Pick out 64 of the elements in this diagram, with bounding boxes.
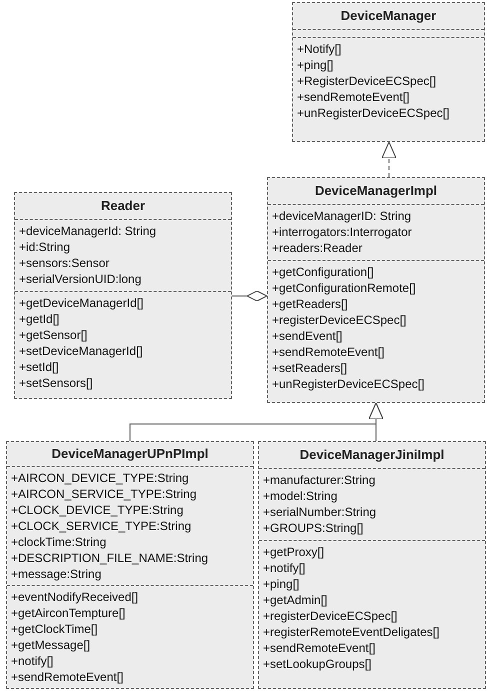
class-member: +readers:Reader — [272, 240, 364, 256]
class-box — [267, 177, 485, 403]
class-member: +Notify[] — [297, 41, 342, 57]
class-member: +eventNodifyReceived[] — [11, 589, 140, 605]
class-member: +sendRemoteEvent[] — [297, 89, 410, 105]
class-member: +serialNumber:String — [263, 504, 378, 520]
class-member: +getClockTime[] — [11, 621, 99, 637]
class-member: +deviceManagerId: String — [19, 223, 158, 239]
class-member: +model:String — [263, 488, 338, 504]
class-name: DeviceManagerUPnPImpl — [52, 445, 208, 464]
class-member: +unRegisterDeviceECSpec[] — [297, 105, 450, 121]
class-member: +getId[] — [19, 311, 60, 327]
class-member: +message:String — [11, 566, 102, 582]
class-member: +DESCRIPTION_FILE_NAME:String — [11, 550, 210, 566]
class-member: +registerDeviceECSpec[] — [272, 312, 408, 328]
class-member: +manufacturer:String — [263, 472, 376, 488]
class-member: +clockTime:String — [11, 534, 108, 550]
class-member: +notify[] — [11, 653, 54, 669]
class-member: +RegisterDeviceECSpec[] — [297, 73, 438, 89]
class-member: +getConfiguration[] — [272, 264, 375, 280]
class-member: +AIRCON_SERVICE_TYPE:String — [11, 486, 198, 502]
class-member: +getSensor[] — [19, 327, 88, 343]
class-member: +id:String — [19, 239, 72, 255]
class-member: +GROUPS:String[] — [263, 520, 364, 536]
class-member: +getConfigurationRemote[] — [272, 280, 417, 296]
class-member: +setLookupGroups[] — [263, 656, 372, 672]
class-member: +setDeviceManagerId[] — [19, 343, 144, 359]
class-member: +notify[] — [263, 560, 306, 576]
class-member: +ping[] — [297, 57, 334, 73]
class-box — [14, 192, 232, 399]
class-member: +sensors:Sensor — [19, 255, 110, 271]
class-member: +setId[] — [19, 359, 60, 375]
class-member: +setSensors[] — [19, 375, 94, 391]
class-member: +sendEvent[] — [272, 328, 344, 344]
class-name: Reader — [100, 197, 146, 216]
inheritance-arrow — [368, 402, 384, 442]
aggregation-connector — [232, 290, 268, 302]
class-box — [292, 2, 485, 142]
class-name: DeviceManagerJiniImpl — [300, 446, 444, 464]
class-member: +getAirconTempture[] — [11, 605, 126, 621]
class-member: +registerDeviceECSpec[] — [263, 608, 398, 624]
class-member: +sendRemoteEvent[] — [272, 344, 386, 360]
class-member: +setReaders[] — [272, 360, 348, 376]
class-member: +sendRemoteEvent[] — [11, 669, 124, 685]
class-member: +serialVersionUID:long — [19, 271, 142, 287]
class-name: DeviceManagerImpl — [314, 182, 438, 200]
class-member: +CLOCK_SERVICE_TYPE:String — [11, 518, 192, 534]
class-member: +getProxy[] — [263, 544, 326, 560]
class-member: +sendRemoteEvent[] — [263, 640, 376, 656]
class-member: +AIRCON_DEVICE_TYPE:String — [11, 470, 190, 486]
class-member: +getDeviceManagerId[] — [19, 295, 144, 311]
class-member: +ping[] — [263, 576, 300, 592]
class-member: +deviceManagerID: String — [272, 208, 412, 224]
class-member: +registerRemoteEventDeligates[] — [263, 624, 440, 640]
class-member: +CLOCK_DEVICE_TYPE:String — [11, 502, 184, 518]
class-member: +unRegisterDeviceECSpec[] — [272, 376, 426, 392]
class-member: +getAdmin[] — [263, 592, 328, 608]
class-member: +getReaders[] — [272, 296, 349, 312]
class-member: +interrogators:Interrogator — [272, 224, 413, 240]
class-member: +getMessage[] — [11, 637, 92, 653]
class-box — [6, 441, 254, 689]
realization-arrow — [382, 142, 396, 178]
class-name: DeviceManager — [340, 7, 436, 26]
class-box — [258, 441, 486, 689]
